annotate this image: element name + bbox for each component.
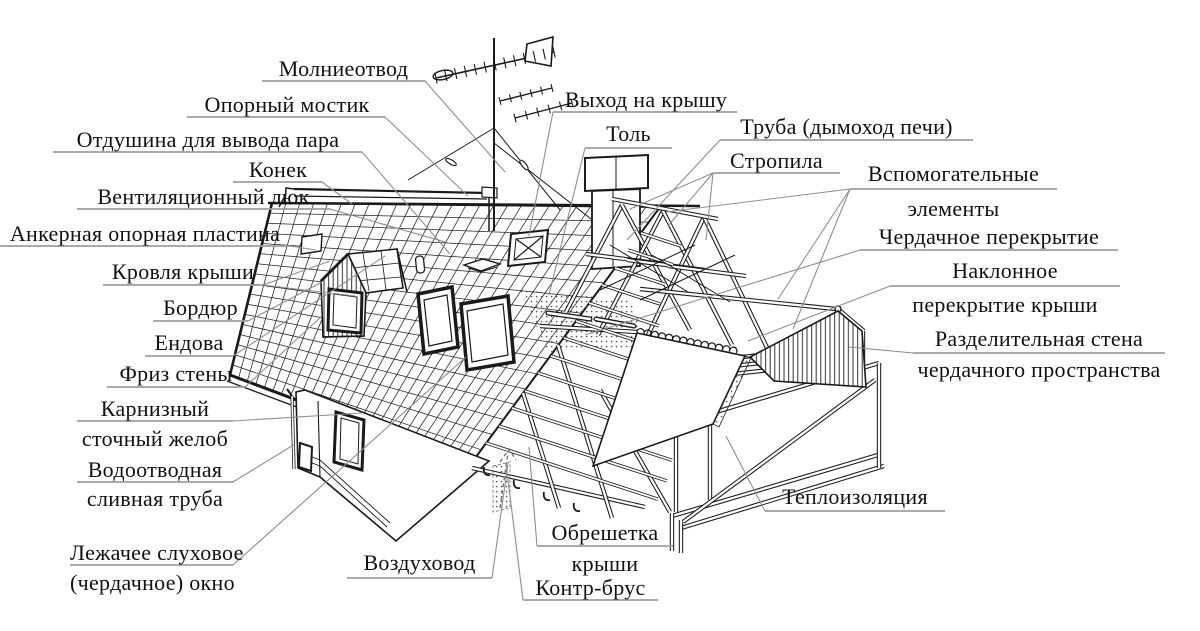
chimney-drawing (584, 153, 649, 270)
label-downpipe-line1: Водоотводная (87, 457, 223, 482)
house-walls (286, 388, 491, 543)
label-valley: Ендова (154, 330, 224, 355)
label-dormer-window-line2: (чердачное) окно (70, 570, 235, 595)
label-eaves-gutter-line2: сточный желоб (81, 426, 229, 451)
label-roof-battens-line2: крыши (571, 551, 639, 576)
label-steam-vent: Отдушина для вывода пара (76, 127, 340, 152)
label-dormer-window-line1: Лежачее слуховое (70, 540, 244, 565)
label-auxiliary-elements-line2: элементы (907, 196, 1000, 221)
label-roofing-felt: Толь (606, 121, 651, 146)
label-border: Бордюр (163, 295, 238, 320)
label-vent-hatch: Вентиляционный люк (97, 184, 310, 209)
label-attic-floor: Чердачное перекрытие (878, 224, 1100, 249)
label-downpipe-line2: сливная труба (86, 486, 224, 511)
label-counter-batten: Контр-брус (535, 575, 646, 600)
label-air-duct: Воздуховод (363, 550, 476, 575)
label-anchor-plate: Анкерная опорная пластина (9, 221, 281, 246)
label-eaves-gutter-line1: Карнизный (100, 396, 210, 421)
label-roof-exit: Выход на крышу (564, 87, 728, 112)
label-ridge: Конек (248, 157, 308, 182)
label-thermal-insulation: Теплоизоляция (782, 484, 928, 509)
dormer (320, 248, 408, 338)
label-wall-frieze: Фриз стены (119, 361, 233, 386)
antenna-mast (407, 35, 601, 231)
label-sloped-roof-deck-line2: перекрытие крыши (912, 292, 1098, 317)
label-partition-wall-line2: чердачного пространства (917, 357, 1161, 382)
roof-fittings (300, 228, 550, 373)
label-chimney: Труба (дымоход печи) (740, 114, 953, 139)
label-roof-covering: Кровля крыши (111, 259, 255, 284)
label-auxiliary-elements-line1: Вспомогательные (867, 161, 1040, 186)
label-roof-battens-line1: Обрешетка (551, 520, 659, 545)
label-support-walkway: Опорный мостик (204, 92, 370, 117)
air-duct-arrow (492, 447, 517, 513)
framing-extras (482, 244, 842, 513)
label-lightning-rod: Молниеотвод (278, 56, 409, 81)
label-sloped-roof-deck-line1: Наклонное (952, 258, 1058, 283)
attic-structure (591, 310, 867, 468)
label-partition-wall-line1: Разделительная стена (934, 326, 1144, 351)
label-rafters: Стропила (730, 148, 823, 173)
annotation-lines (0, 80, 1165, 601)
